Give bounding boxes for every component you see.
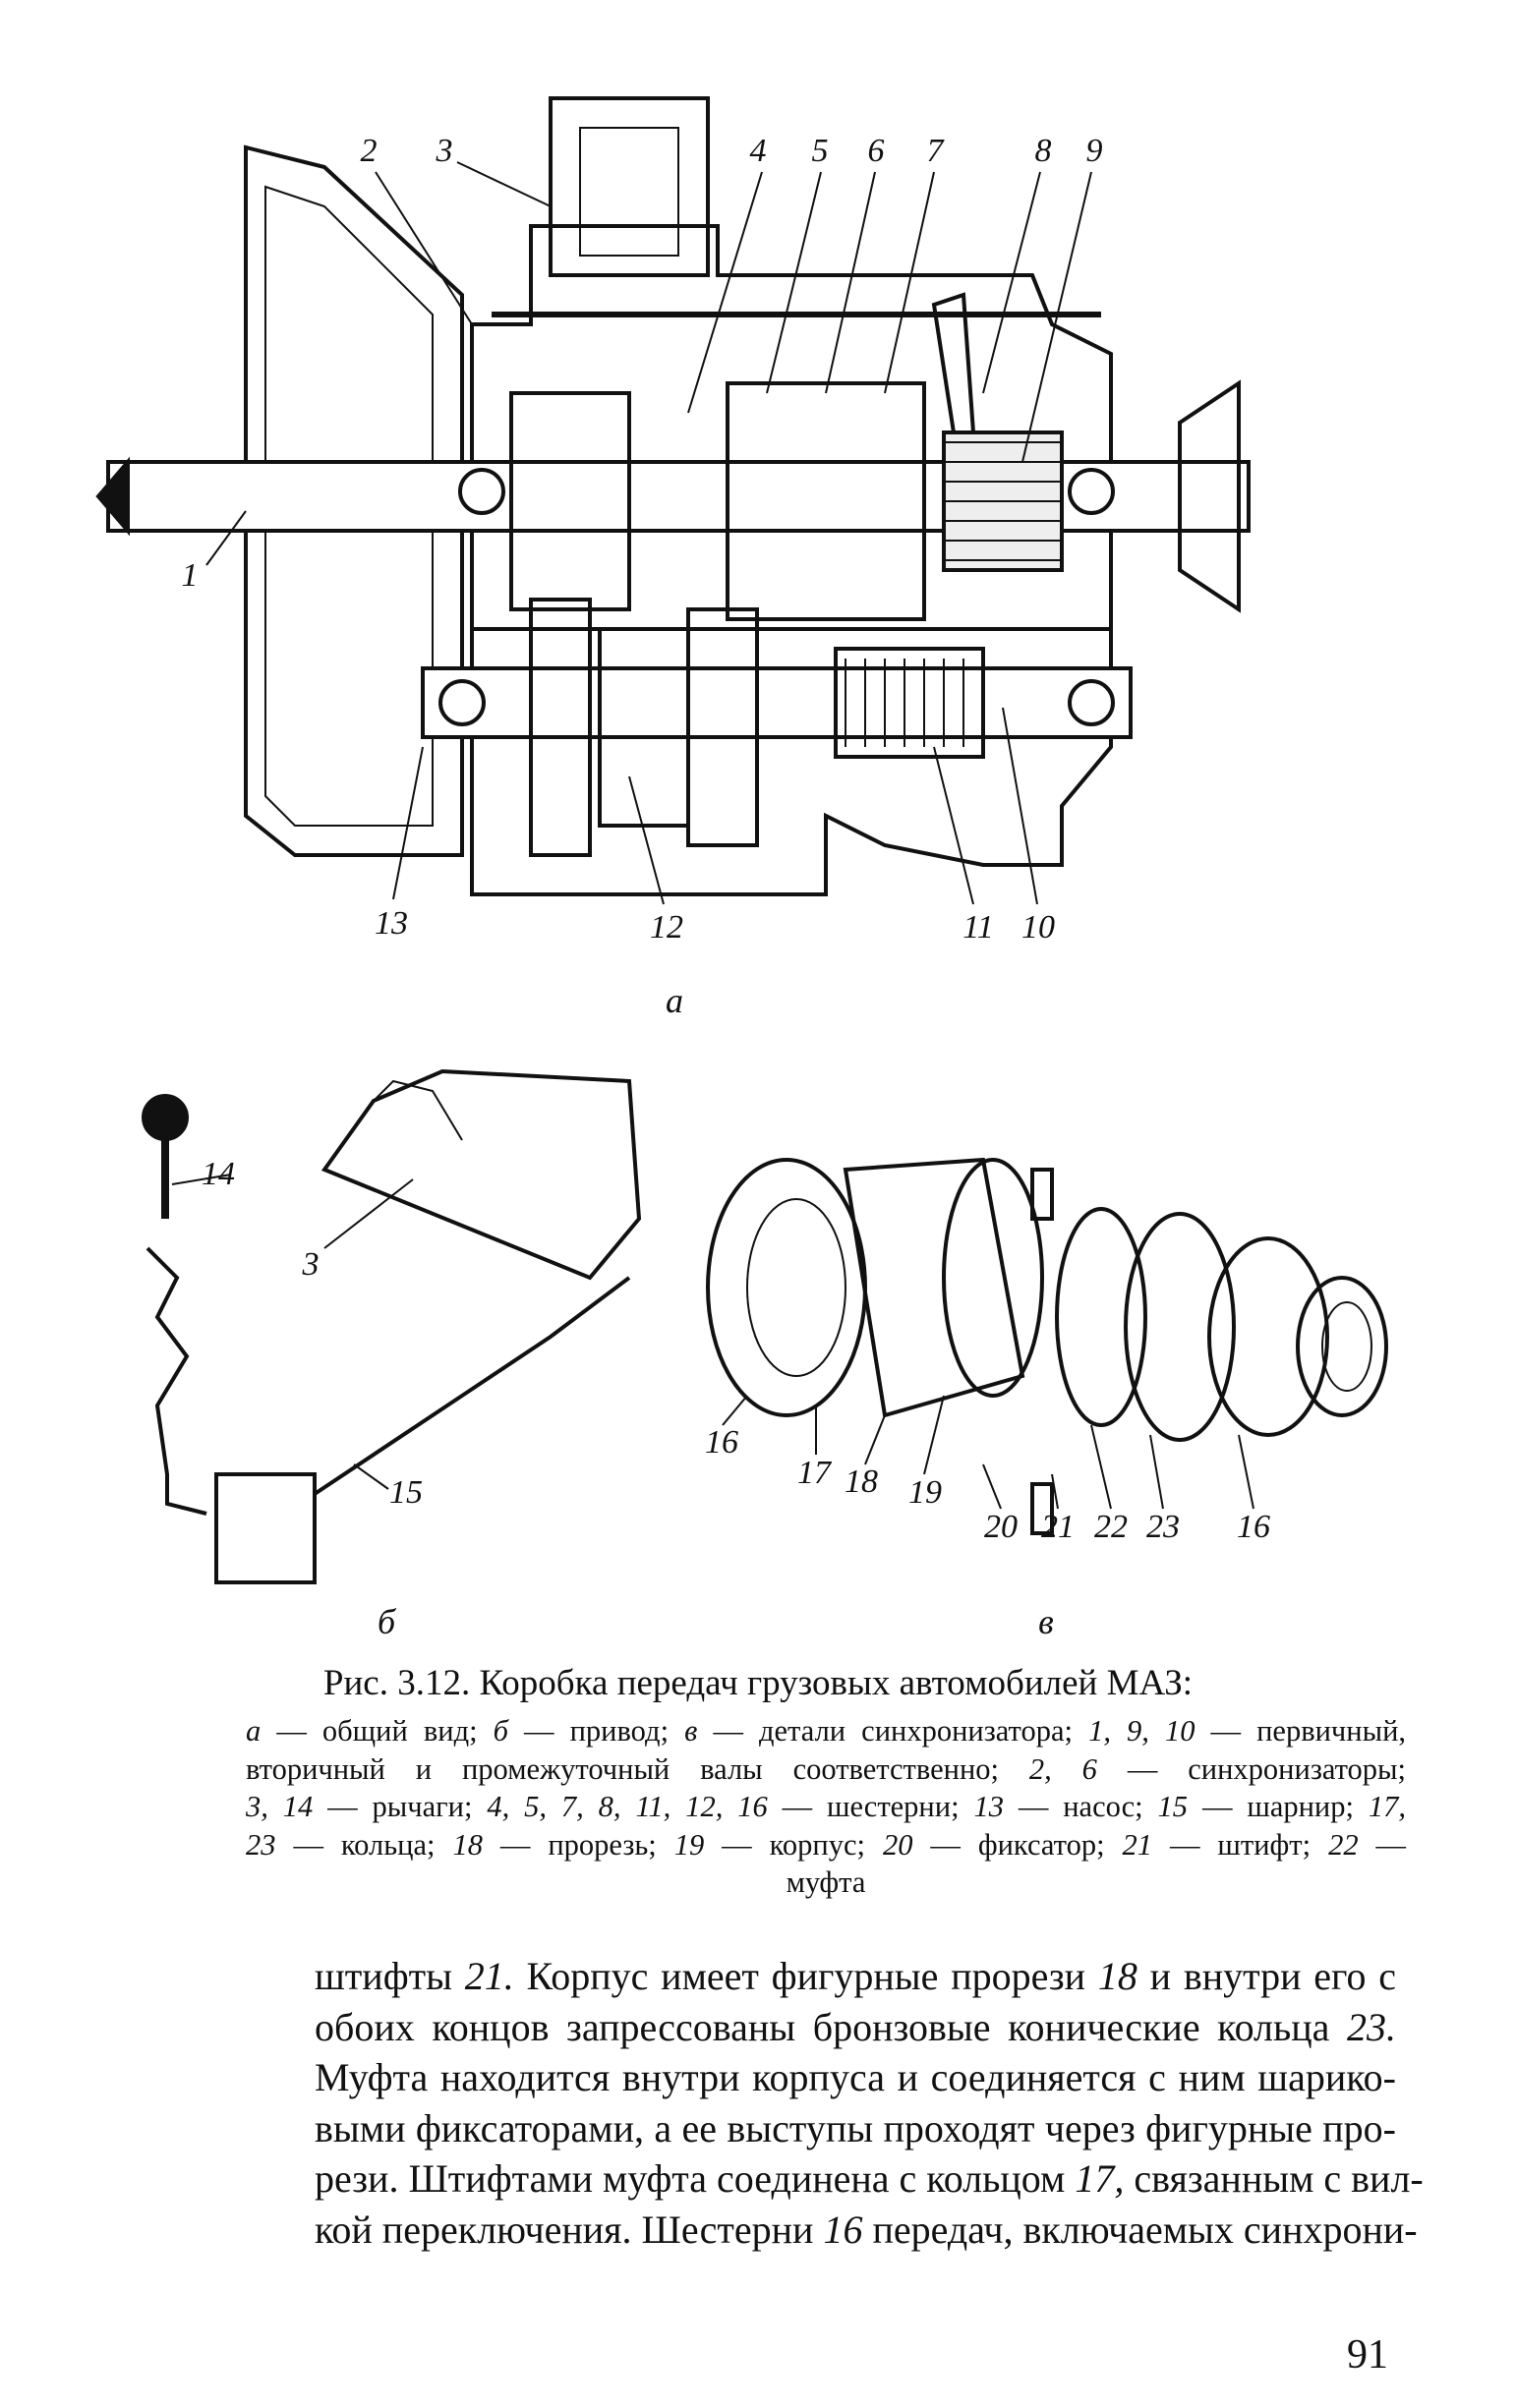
- italic-reference: 4, 5, 7, 8, 11, 12, 16: [487, 1790, 768, 1823]
- text-segment: —: [1358, 1827, 1407, 1862]
- figure-c-sublabel: в: [1038, 1602, 1054, 1641]
- text-segment: — привод;: [507, 1714, 685, 1748]
- figure-b-shift-linkage: [142, 1068, 642, 1584]
- text-segment: — общий вид;: [261, 1714, 494, 1748]
- callout-5: 5: [811, 133, 829, 169]
- text-line: рези. Штифтами муфта соединена с кольцом…: [315, 2153, 1424, 2205]
- callout-3-lever: 3: [302, 1246, 320, 1283]
- text-segment: — насос;: [1003, 1790, 1158, 1823]
- text-segment: вторичный и промежуточный валы соответст…: [246, 1751, 1029, 1786]
- text-segment: — кольца;: [275, 1827, 453, 1862]
- figure-caption-title: Рис. 3.12. Коробка передач грузовых авто…: [322, 1663, 1194, 1703]
- text-segment: — прорезь;: [482, 1827, 674, 1862]
- shift-rail: [492, 292, 1101, 434]
- callout-9: 9: [1085, 133, 1103, 169]
- text-line: 23 — кольца; 18 — прорезь; 19 — корпус; …: [246, 1826, 1406, 1864]
- figure-a-sublabel: а: [666, 981, 683, 1020]
- callout-12: 12: [650, 909, 683, 946]
- page-number: 91: [1347, 2332, 1388, 2378]
- callout-16-left: 16: [705, 1424, 738, 1461]
- callout-4: 4: [749, 133, 767, 169]
- italic-reference: 16: [823, 2207, 863, 2252]
- italic-reference: 22: [1328, 1827, 1359, 1862]
- text-line: штифты 21. Корпус имеет фигурные прорези…: [315, 1951, 1396, 2002]
- italic-reference: 17,: [1075, 2156, 1125, 2201]
- callout-17: 17: [797, 1455, 831, 1491]
- italic-reference: 18: [452, 1827, 483, 1862]
- primary-secondary-shaft: [95, 379, 1251, 621]
- countershaft: [421, 468, 1133, 857]
- figure-b-sublabel: б: [377, 1602, 396, 1641]
- callout-11: 11: [962, 909, 994, 946]
- text-segment: — первичный,: [1195, 1714, 1407, 1748]
- text-segment: — шарнир;: [1188, 1790, 1369, 1823]
- italic-reference: 1, 9, 10: [1088, 1714, 1195, 1748]
- text-segment: рези. Штифтами муфта соединена с кольцом: [315, 2156, 1076, 2201]
- figure-caption-legend: а — общий вид; б — привод; в — детали си…: [246, 1712, 1406, 1902]
- italic-reference: 23.: [1347, 2004, 1396, 2049]
- italic-reference: 2, 6: [1028, 1751, 1097, 1786]
- italic-reference: 13: [973, 1790, 1004, 1823]
- callout-8: 8: [1034, 133, 1052, 169]
- text-line: вторичный и промежуточный валы соответст…: [246, 1750, 1406, 1789]
- callout-2: 2: [360, 133, 378, 169]
- text-segment: передач, включаемых синхрони-: [862, 2207, 1418, 2252]
- callout-20: 20: [984, 1509, 1018, 1545]
- text-segment: — шестерни;: [767, 1790, 974, 1823]
- callout-6: 6: [867, 133, 885, 169]
- italic-reference: 21.: [464, 1954, 514, 1998]
- text-segment: штифты: [315, 1954, 465, 1998]
- figure-a-gearbox-section: [95, 96, 1251, 905]
- callout-7: 7: [926, 133, 944, 169]
- italic-reference: 18: [1097, 1954, 1137, 1998]
- callout-13: 13: [375, 905, 408, 942]
- text-segment: — синхронизаторы;: [1096, 1751, 1407, 1786]
- text-line: кой переключения. Шестерни 16 передач, в…: [315, 2205, 1418, 2256]
- callout-1: 1: [181, 557, 199, 594]
- text-segment: выми фиксаторами, а ее выступы проходят …: [315, 2105, 1396, 2150]
- text-segment: — детали синхронизатора;: [697, 1714, 1089, 1748]
- text-line: выми фиксаторами, а ее выступы проходят …: [315, 2103, 1396, 2154]
- body-paragraph: штифты 21. Корпус имеет фигурные прорези…: [315, 1951, 1424, 2256]
- callout-3: 3: [436, 133, 453, 169]
- text-line: а — общий вид; б — привод; в — детали си…: [246, 1712, 1406, 1750]
- italic-reference: 15: [1157, 1790, 1189, 1823]
- callout-10: 10: [1021, 909, 1055, 946]
- text-line: муфта: [246, 1863, 1406, 1902]
- italic-reference: в: [684, 1714, 698, 1748]
- callout-21: 21: [1041, 1509, 1075, 1545]
- text-line: обоих концов запрессованы бронзовые кони…: [315, 2002, 1396, 2053]
- callout-22: 22: [1094, 1509, 1128, 1545]
- text-line: 3, 14 — рычаги; 4, 5, 7, 8, 11, 12, 16 —…: [246, 1788, 1406, 1826]
- italic-reference: 19: [673, 1827, 705, 1862]
- text-line: Муфта находится внутри корпуса и соединя…: [315, 2052, 1396, 2103]
- italic-reference: б: [493, 1714, 508, 1748]
- callout-19: 19: [908, 1474, 942, 1511]
- figure-c-synchronizer-parts: [706, 1157, 1388, 1535]
- italic-reference: 3, 14: [246, 1790, 314, 1823]
- text-segment: — фиксатор;: [912, 1827, 1123, 1862]
- text-segment: обоих концов запрессованы бронзовые кони…: [315, 2004, 1347, 2049]
- leader-lines: [205, 161, 1092, 905]
- text-segment: муфта: [786, 1865, 866, 1899]
- callout-18: 18: [845, 1463, 878, 1500]
- text-segment: связанным с вил-: [1124, 2156, 1424, 2201]
- text-segment: — штифт;: [1152, 1827, 1329, 1862]
- callout-14: 14: [202, 1156, 235, 1192]
- text-segment: — корпус;: [704, 1827, 883, 1862]
- italic-reference: а: [246, 1714, 262, 1748]
- text-segment: Корпус имеет фигурные прорези: [513, 1954, 1098, 1998]
- italic-reference: 20: [882, 1827, 913, 1862]
- callout-23: 23: [1146, 1509, 1180, 1545]
- callout-15: 15: [389, 1474, 423, 1511]
- italic-reference: 23: [246, 1827, 276, 1862]
- text-segment: кой переключения. Шестерни: [315, 2207, 824, 2252]
- italic-reference: 17,: [1368, 1790, 1406, 1823]
- text-segment: и внутри его с: [1137, 1954, 1396, 1998]
- text-segment: Муфта находится внутри корпуса и соединя…: [315, 2055, 1396, 2099]
- text-segment: — рычаги;: [313, 1790, 488, 1823]
- clutch-housing: [244, 144, 464, 857]
- italic-reference: 21: [1122, 1827, 1153, 1862]
- callout-16-right: 16: [1237, 1509, 1270, 1545]
